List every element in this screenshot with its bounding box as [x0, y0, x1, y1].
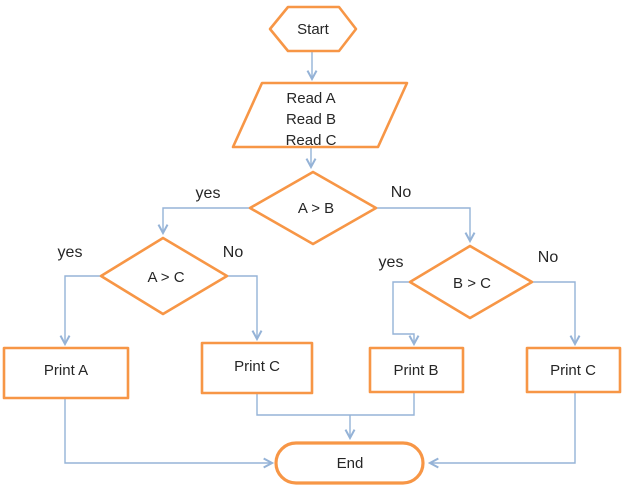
node-decision-b-gt-c: B > C [408, 244, 534, 320]
label-a-gt-c-yes: yes [58, 244, 83, 261]
read-line-1: Read A [286, 90, 335, 107]
node-decision-a-gt-b: A > B [248, 170, 378, 246]
edge-a-gt-c-no [227, 275, 257, 339]
node-start: Start [268, 5, 358, 53]
edge-b-gt-c-yes [392, 281, 414, 344]
print-c-right-label: Print C [550, 362, 596, 379]
node-decision-a-gt-c: A > C [99, 236, 229, 316]
b-gt-c-label: B > C [453, 275, 491, 292]
connectors [65, 52, 575, 463]
print-b-rect-shape [368, 346, 465, 394]
node-print-a: Print A [2, 346, 130, 400]
label-b-gt-c-no: No [538, 249, 559, 266]
end-stadium-shape [274, 441, 425, 485]
start-label: Start [297, 21, 330, 38]
print-c-left-label: Print C [234, 358, 280, 375]
node-print-c-left: Print C [200, 341, 314, 395]
branch-labels: yes No yes No yes No [58, 184, 559, 271]
a-gt-c-diamond-shape [99, 236, 229, 316]
edge-print-c-left-print-b-merge [256, 392, 415, 416]
node-end: End [274, 441, 425, 485]
edge-a-gt-b-yes [163, 207, 250, 233]
edge-a-gt-c-yes [65, 275, 101, 344]
label-a-gt-b-yes: yes [196, 185, 221, 202]
edge-a-gt-b-no [376, 207, 470, 241]
a-gt-b-diamond-shape [248, 170, 378, 246]
read-line-3: Read C [286, 132, 337, 149]
read-parallelogram-shape [231, 81, 409, 149]
node-read-input: Read A Read B Read C [231, 81, 409, 149]
a-gt-b-label: A > B [298, 200, 334, 217]
edge-b-gt-c-no [532, 281, 575, 344]
node-print-c-right: Print C [525, 346, 622, 394]
b-gt-c-diamond-shape [408, 244, 534, 320]
edge-print-c-right-to-end [430, 392, 576, 463]
label-a-gt-b-no: No [391, 184, 412, 201]
print-a-rect-shape [2, 346, 130, 400]
end-label: End [337, 455, 364, 472]
start-hexagon-shape [268, 5, 358, 53]
print-b-label: Print B [393, 362, 438, 379]
node-print-b: Print B [368, 346, 465, 394]
a-gt-c-label: A > C [147, 269, 184, 286]
edge-print-a-to-end [64, 398, 272, 463]
read-line-2: Read B [286, 111, 336, 128]
label-a-gt-c-no: No [223, 244, 244, 261]
print-a-label: Print A [44, 362, 88, 379]
label-b-gt-c-yes: yes [379, 254, 404, 271]
print-c-left-rect-shape [200, 341, 314, 395]
print-c-right-rect-shape [525, 346, 622, 394]
